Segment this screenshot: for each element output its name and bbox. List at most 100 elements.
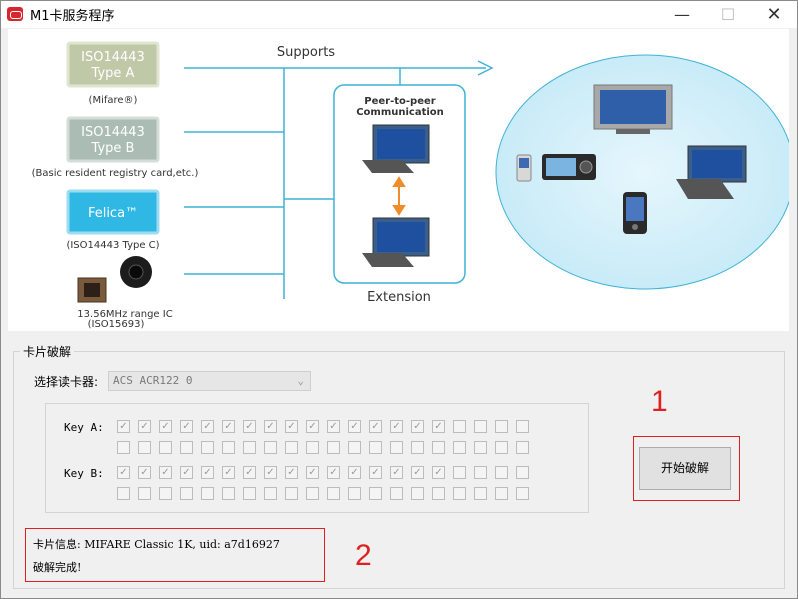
key-b-checkbox[interactable] [432, 487, 445, 500]
key-a-checkbox[interactable]: ✓ [201, 420, 214, 433]
key-a-checkbox[interactable] [474, 441, 487, 454]
key-b-checkbox[interactable] [453, 487, 466, 500]
p2p-title-1: Peer-to-peer [364, 96, 435, 107]
key-b-checkbox[interactable]: ✓ [432, 466, 445, 479]
key-a-checkbox[interactable]: ✓ [117, 420, 130, 433]
key-b-checkbox[interactable] [390, 487, 403, 500]
key-b-checkbox[interactable]: ✓ [138, 466, 151, 479]
key-a-checkbox[interactable]: ✓ [306, 420, 319, 433]
key-a-checkbox[interactable] [495, 420, 508, 433]
key-a-checkbox[interactable] [159, 441, 172, 454]
key-a-checkbox[interactable] [264, 441, 277, 454]
key-a-checkbox[interactable]: ✓ [432, 420, 445, 433]
start-crack-button[interactable]: 开始破解 [639, 447, 731, 490]
key-a-checkbox[interactable] [138, 441, 151, 454]
card-felica-caption: (ISO14443 Type C) [66, 240, 159, 251]
key-b-checkbox[interactable]: ✓ [117, 466, 130, 479]
key-b-checkbox[interactable] [138, 487, 151, 500]
key-b-checkbox[interactable] [180, 487, 193, 500]
key-a-checkbox[interactable]: ✓ [285, 420, 298, 433]
key-b-checkbox[interactable] [495, 466, 508, 479]
key-b-checkbox[interactable] [222, 487, 235, 500]
key-b-checkbox[interactable]: ✓ [180, 466, 193, 479]
key-a-checkbox[interactable] [390, 441, 403, 454]
key-b-checkbox[interactable] [348, 487, 361, 500]
key-a-checkbox[interactable] [495, 441, 508, 454]
key-b-checkbox[interactable] [243, 487, 256, 500]
key-a-checkbox[interactable] [306, 441, 319, 454]
key-b-checkbox[interactable] [474, 487, 487, 500]
key-b-checkbox[interactable] [306, 487, 319, 500]
devices-group [495, 54, 789, 290]
key-b-checkbox[interactable]: ✓ [369, 466, 382, 479]
key-b-checkbox[interactable]: ✓ [327, 466, 340, 479]
key-b-checkbox[interactable]: ✓ [411, 466, 424, 479]
key-b-checkbox[interactable] [495, 487, 508, 500]
key-a-checkbox[interactable] [348, 441, 361, 454]
key-a-checkbox[interactable] [369, 441, 382, 454]
card-type-b-caption: (Basic resident registry card,etc.) [32, 168, 199, 179]
key-b-checkbox[interactable]: ✓ [201, 466, 214, 479]
key-a-checkbox[interactable] [516, 441, 529, 454]
key-a-checkbox[interactable] [474, 420, 487, 433]
key-a-checkbox[interactable] [243, 441, 256, 454]
key-b-checkbox[interactable]: ✓ [390, 466, 403, 479]
reader-label: 选择读卡器: [34, 375, 99, 389]
key-b-checkbox[interactable] [285, 487, 298, 500]
key-b-checkbox[interactable]: ✓ [159, 466, 172, 479]
app-logo-icon [7, 7, 23, 21]
key-b-checkbox[interactable] [369, 487, 382, 500]
key-a-checkbox[interactable]: ✓ [222, 420, 235, 433]
ic-caption-2: (ISO15693) [88, 319, 145, 330]
key-b-checkbox[interactable]: ✓ [348, 466, 361, 479]
key-a-checkbox[interactable]: ✓ [327, 420, 340, 433]
key-b-checkbox[interactable] [474, 466, 487, 479]
key-a-checkbox[interactable] [453, 420, 466, 433]
key-a-label: Key A: [64, 421, 104, 434]
key-a-checkbox[interactable] [201, 441, 214, 454]
key-b-checkbox[interactable] [201, 487, 214, 500]
key-b-checkbox[interactable] [516, 466, 529, 479]
chevron-down-icon: ⌄ [297, 374, 304, 387]
key-b-checkbox[interactable]: ✓ [306, 466, 319, 479]
reader-select[interactable]: ACS ACR122 0 ⌄ [108, 371, 311, 391]
key-a-checkbox[interactable]: ✓ [138, 420, 151, 433]
key-a-checkbox[interactable]: ✓ [243, 420, 256, 433]
key-b-checkbox[interactable] [453, 466, 466, 479]
key-a-checkbox[interactable] [453, 441, 466, 454]
key-b-checkbox[interactable]: ✓ [222, 466, 235, 479]
nfc-diagram-svg: ISO14443 Type A (Mifare®) ISO14443 Type … [32, 41, 789, 330]
pda-icon [516, 154, 532, 182]
supports-label: Supports [277, 45, 335, 60]
key-a-checkbox[interactable]: ✓ [180, 420, 193, 433]
key-b-checkbox[interactable] [327, 487, 340, 500]
key-a-checkbox[interactable] [411, 441, 424, 454]
key-a-checkbox[interactable] [516, 420, 529, 433]
key-b-checkbox[interactable] [117, 487, 130, 500]
crack-group-label: 卡片破解 [20, 343, 75, 360]
key-a-checkbox[interactable] [117, 441, 130, 454]
key-a-checkbox[interactable] [432, 441, 445, 454]
key-b-checkbox[interactable] [159, 487, 172, 500]
close-button[interactable]: ✕ [766, 4, 782, 25]
key-a-checkbox[interactable]: ✓ [411, 420, 424, 433]
key-a-checkbox[interactable]: ✓ [369, 420, 382, 433]
key-a-checkbox[interactable]: ✓ [390, 420, 403, 433]
key-a-checkbox[interactable] [327, 441, 340, 454]
key-a-checkbox[interactable]: ✓ [159, 420, 172, 433]
nfc-diagram: ISO14443 Type A (Mifare®) ISO14443 Type … [8, 29, 789, 331]
key-b-checkbox[interactable] [411, 487, 424, 500]
ic-caption-1: 13.56MHz range IC [77, 309, 172, 320]
key-a-checkbox[interactable] [285, 441, 298, 454]
key-a-checkbox[interactable]: ✓ [264, 420, 277, 433]
key-b-checkbox[interactable]: ✓ [264, 466, 277, 479]
key-a-checkbox[interactable]: ✓ [348, 420, 361, 433]
key-b-checkbox[interactable] [516, 487, 529, 500]
key-b-checkbox[interactable]: ✓ [243, 466, 256, 479]
key-b-checkbox[interactable]: ✓ [285, 466, 298, 479]
maximize-button[interactable]: ☐ [720, 5, 736, 24]
key-b-checkbox[interactable] [264, 487, 277, 500]
key-a-checkbox[interactable] [180, 441, 193, 454]
minimize-button[interactable]: — [674, 5, 690, 24]
key-a-checkbox[interactable] [222, 441, 235, 454]
